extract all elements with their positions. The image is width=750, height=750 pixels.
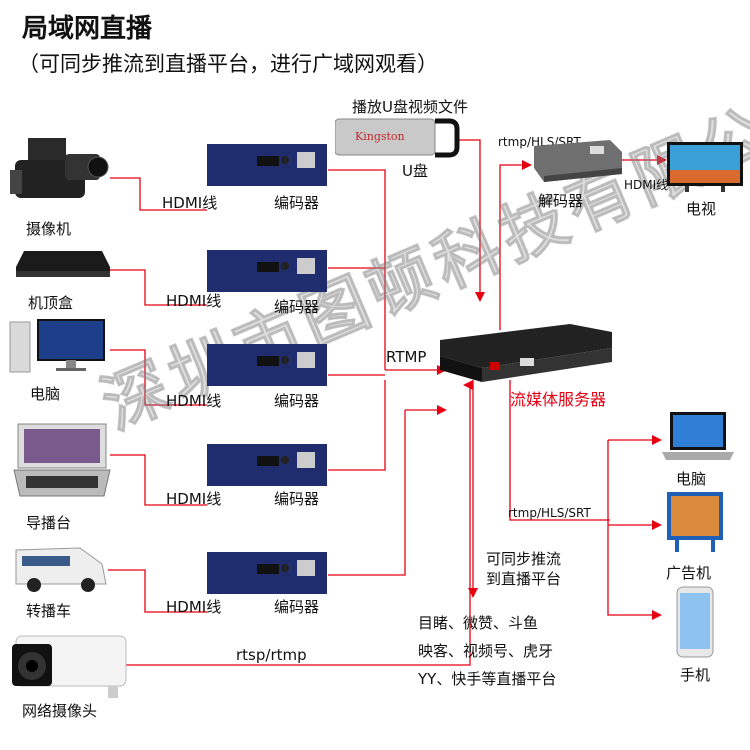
hdmi-label-4: HDMI线 (166, 490, 222, 508)
encoder-device-1 (207, 144, 327, 186)
hdmi-label-5: HDMI线 (166, 598, 222, 616)
page-subtitle: （可同步推流到直播平台，进行广域网观看） (18, 52, 438, 76)
mobile-phone-icon (676, 586, 714, 658)
output-label-phone: 手机 (680, 666, 711, 684)
source-label-director: 导播台 (26, 514, 72, 532)
usb-caption: 播放U盘视频文件 (352, 98, 468, 116)
rtmp-label: RTMP (386, 348, 427, 366)
source-label-stb: 机顶盒 (28, 294, 74, 312)
page-title: 局域网直播 (22, 14, 153, 44)
hdmi-label-1: HDMI线 (162, 194, 218, 212)
tv-icon (667, 142, 743, 192)
rtsp-rtmp-label: rtsp/rtmp (236, 646, 307, 664)
decoder-label: 解码器 (538, 192, 584, 210)
platform-line-1: 目睹、微赞、斗鱼 (418, 614, 539, 632)
platform-line-3: YY、快手等直播平台 (418, 670, 557, 688)
desktop-computer-icon (9, 319, 105, 373)
platform-push-label-2: 到直播平台 (486, 570, 562, 588)
usb-label: U盘 (402, 162, 428, 180)
usb-drive-icon: Kingston (335, 118, 460, 158)
source-label-van: 转播车 (26, 602, 72, 620)
set-top-box-icon (16, 251, 110, 277)
encoder-label-4: 编码器 (274, 490, 320, 508)
encoder-device-5 (207, 552, 327, 594)
platform-line-2: 映客、视频号、虎牙 (418, 642, 554, 660)
source-label-camera: 摄像机 (26, 220, 72, 238)
laptop-icon (662, 412, 734, 460)
ip-camera-icon (12, 635, 127, 698)
encoder-label-2: 编码器 (274, 298, 320, 316)
server-label: 流媒体服务器 (510, 390, 607, 409)
hdmi-label-3: HDMI线 (166, 392, 222, 410)
encoder-label-3: 编码器 (274, 392, 320, 410)
output-label-signage: 广告机 (666, 564, 712, 582)
encoder-label-5: 编码器 (274, 598, 320, 616)
tv-label: 电视 (686, 200, 717, 218)
output-label-pc: 电脑 (676, 470, 707, 488)
usb-brand-text: Kingston (355, 130, 405, 143)
broadcast-van-icon (15, 547, 107, 592)
decoder-hdmi-label: HDMI线 (624, 178, 669, 192)
source-label-pc: 电脑 (30, 385, 61, 403)
hdmi-label-2: HDMI线 (166, 292, 222, 310)
decoder-icon (534, 140, 622, 182)
signage-icon (667, 492, 723, 552)
source-label-ipcam: 网络摄像头 (22, 702, 98, 720)
encoder-device-3 (207, 344, 327, 386)
output-protocol-label: rtmp/HLS/SRT (508, 506, 591, 520)
encoder-device-4 (207, 444, 327, 486)
camcorder-icon (10, 138, 109, 198)
platform-push-label-1: 可同步推流 (486, 550, 562, 568)
encoder-label-1: 编码器 (274, 194, 320, 212)
streaming-server-icon (440, 324, 612, 382)
broadcast-console-icon (13, 423, 111, 497)
encoder-device-2 (207, 250, 327, 292)
